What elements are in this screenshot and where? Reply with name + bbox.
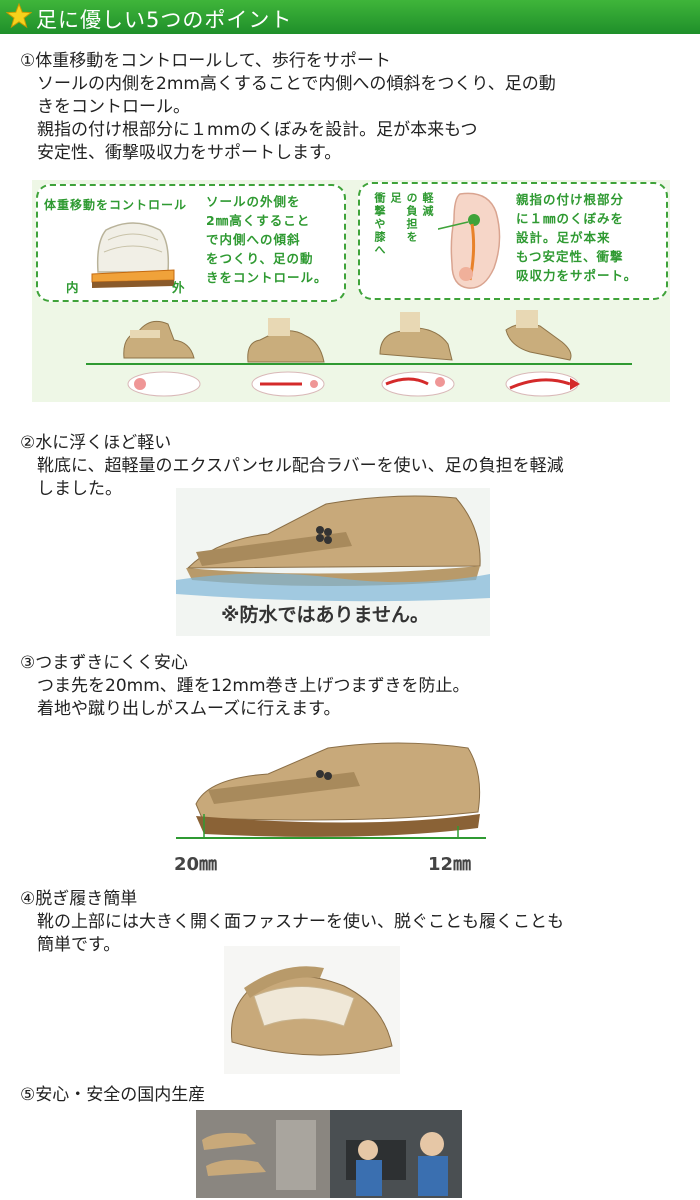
sole-slope-box: 体重移動をコントロール 内 外 ソールの外側を 2㎜高くすること で内側への傾斜… <box>36 184 346 302</box>
point-5: ⑤安心・安全の国内生産 <box>20 1084 205 1107</box>
toe-height-label: 20㎜ <box>174 854 218 875</box>
point-3-line-1: つま先を20mm、踵を12mm巻き上げつまずきを防止。 <box>37 676 470 696</box>
point-3-line-2: 着地や蹴り出しがスムーズに行えます。 <box>37 699 341 719</box>
point-2-heading: ②水に浮くほど軽い <box>20 433 172 453</box>
box1-title: 体重移動をコントロール <box>44 198 188 212</box>
vertical-text: 軽減 <box>421 192 434 218</box>
footbed-box: 衝撃や膝へ 足 の負担を 軽減 親指の付け根部分 に１㎜のくぼみを 設計。足が本… <box>358 182 668 300</box>
toe-rise-photo <box>168 734 490 874</box>
box2-description: 親指の付け根部分 に１㎜のくぼみを 設計。足が本来 もつ安定性、衝撃 吸収力をサ… <box>516 190 637 285</box>
section-header-bar: 足に優しい5つのポイント <box>0 0 700 34</box>
outer-label: 外 <box>172 280 186 295</box>
point-1-line-3: 親指の付け根部分に１mmのくぼみを設計。足が本来もつ <box>37 120 478 140</box>
point-5-heading: ⑤安心・安全の国内生産 <box>20 1085 206 1105</box>
open-shoe-image <box>230 966 393 1056</box>
box1-line: で内側への傾斜 <box>206 232 301 247</box>
floating-shoe-photo <box>176 488 490 636</box>
toe-rise-shoe-image <box>176 742 486 839</box>
point-1-line-4: 安定性、衝撃吸収力をサポートします。 <box>37 143 342 163</box>
box2-line: 親指の付け根部分 <box>516 192 625 207</box>
vertical-text: の負担を <box>405 192 418 244</box>
floating-shoe-image <box>176 495 490 602</box>
box1-line: 2㎜高くすること <box>206 213 311 228</box>
factory-image <box>196 1110 462 1198</box>
waterproof-note: ※防水ではありません。 <box>221 604 429 626</box>
box2-vertical-text: 衝撃や膝へ 足 の負担を 軽減 <box>372 192 434 257</box>
box2-line: もつ安定性、衝撃 <box>516 249 624 264</box>
box2-line: に１㎜のくぼみを <box>516 211 625 226</box>
factory-photo <box>196 1110 462 1198</box>
point-4-line-2: 簡単です。 <box>37 935 121 955</box>
vertical-text: 足 <box>389 192 402 205</box>
open-shoe-photo <box>224 946 400 1074</box>
point-1: ①体重移動をコントロールして、歩行をサポート ソールの内側を2mm高くすることで… <box>20 50 556 165</box>
header-title: 足に優しい5つのポイント <box>36 8 293 32</box>
point-3-heading: ③つまずきにくく安心 <box>20 653 188 673</box>
point-2: ②水に浮くほど軽い 靴底に、超軽量のエクスパンセル配合ラバーを使い、足の負担を軽… <box>20 432 564 501</box>
box1-line: をつくり、足の動 <box>206 251 314 266</box>
box2-line: 吸収力をサポート。 <box>516 268 638 283</box>
insole-image <box>438 192 501 289</box>
point-1-line-1: ソールの内側を2mm高くすることで内側への傾斜をつくり、足の動 <box>37 74 556 94</box>
point-1-line-2: きをコントロール。 <box>37 97 190 117</box>
point-4-line-1: 靴の上部には大きく開く面ファスナーを使い、脱ぐことも履くことも <box>37 912 564 932</box>
point-4: ④脱ぎ履き簡単 靴の上部には大きく開く面ファスナーを使い、脱ぐことも履くことも … <box>20 888 564 957</box>
box1-description: ソールの外側を 2㎜高くすること で内側への傾斜 をつくり、足の動 きをコントロ… <box>206 192 328 287</box>
vertical-text: 衝撃や膝へ <box>373 192 386 257</box>
heel-height-label: 12㎜ <box>428 854 472 875</box>
inner-label: 内 <box>66 280 80 295</box>
star-icon <box>6 3 32 29</box>
point-4-heading: ④脱ぎ履き簡単 <box>20 889 138 909</box>
point-3: ③つまずきにくく安心 つま先を20mm、踵を12mm巻き上げつまずきを防止。 着… <box>20 652 470 721</box>
point-2-line-2: しました。 <box>37 479 122 499</box>
heel-cross-section-image <box>91 222 175 288</box>
point-1-heading: ①体重移動をコントロールして、歩行をサポート <box>20 51 391 71</box>
box1-line: きをコントロール。 <box>206 270 328 285</box>
walking-sequence-image <box>86 310 632 397</box>
point-2-line-1: 靴底に、超軽量のエクスパンセル配合ラバーを使い、足の負担を軽減 <box>37 456 564 476</box>
box2-line: 設計。足が本来 <box>516 230 611 245</box>
box1-line: ソールの外側を <box>206 194 301 209</box>
walking-diagram: 体重移動をコントロール 内 外 ソールの外側を 2㎜高くすること で内側への傾斜… <box>32 180 670 402</box>
